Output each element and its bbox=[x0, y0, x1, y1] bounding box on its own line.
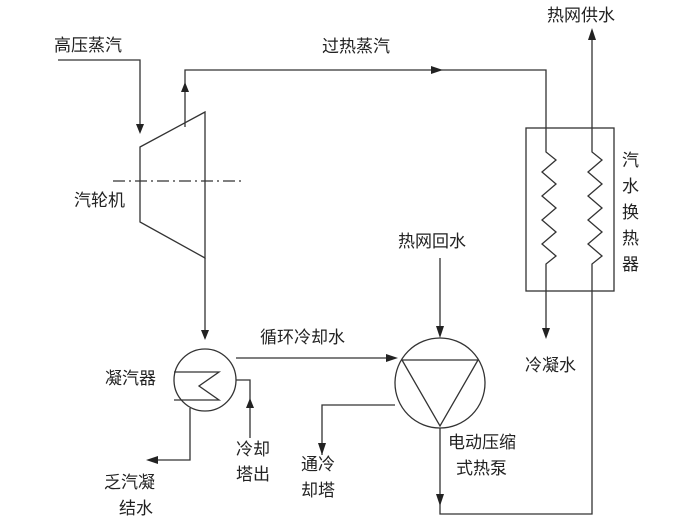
label-heat-exchanger-char: 汽 bbox=[622, 151, 639, 171]
label-heat-pump-line: 式热泵 bbox=[456, 459, 507, 479]
label-heat-exchanger-char: 器 bbox=[622, 255, 639, 275]
cooling-tower-outlet-line bbox=[236, 379, 251, 438]
label-heat-network-supply: 热网供水 bbox=[547, 6, 615, 26]
to-cooling-tower-line bbox=[321, 404, 395, 455]
superheated-steam-line bbox=[184, 69, 547, 128]
high-pressure-steam-line bbox=[58, 59, 141, 126]
label-condenser: 凝汽器 bbox=[105, 369, 156, 389]
label-to-cooling-tower: 通冷 却塔 bbox=[301, 455, 335, 501]
arrow-exhaust-condensate bbox=[146, 456, 158, 464]
label-to-cooling-tower-line: 通冷 bbox=[301, 455, 335, 475]
arrow-heat-network-return bbox=[436, 326, 444, 338]
label-heat-exchanger-char: 水 bbox=[622, 177, 639, 197]
arrow-extraction-up bbox=[181, 82, 189, 92]
arrow-high-pressure-steam bbox=[136, 124, 144, 134]
label-exhaust-condensate: 乏汽凝 结水 bbox=[104, 473, 155, 519]
label-turbine: 汽轮机 bbox=[74, 191, 125, 211]
arrow-turbine-exhaust bbox=[201, 330, 209, 340]
arrow-superheated-steam bbox=[431, 66, 443, 74]
label-heat-network-return: 热网回水 bbox=[398, 232, 466, 252]
label-superheated-steam: 过热蒸汽 bbox=[322, 37, 390, 57]
label-condensate-water: 冷凝水 bbox=[525, 356, 576, 376]
label-heat-exchanger-char: 热 bbox=[622, 229, 639, 249]
label-exhaust-condensate-line: 乏汽凝 bbox=[104, 473, 155, 493]
label-circulating-cooling-water: 循环冷却水 bbox=[260, 328, 345, 348]
label-heat-pump-line: 电动压缩 bbox=[448, 433, 516, 453]
arrow-cooling-tower-outlet bbox=[246, 398, 254, 408]
label-cooling-tower-outlet-line: 塔出 bbox=[236, 465, 270, 485]
label-cooling-tower-outlet: 冷却 塔出 bbox=[236, 440, 270, 485]
label-high-pressure-steam: 高压蒸汽 bbox=[54, 36, 122, 56]
label-heat-exchanger-char: 换 bbox=[622, 203, 639, 223]
heat-pump-output-line bbox=[439, 291, 593, 515]
heat-pump-shell bbox=[394, 337, 486, 429]
exhaust-condensate-line bbox=[150, 408, 191, 461]
arrow-heat-network-supply bbox=[588, 28, 596, 40]
arrow-to-cooling-tower bbox=[318, 443, 326, 455]
condenser-shell bbox=[173, 348, 237, 412]
condenser-coil bbox=[174, 371, 222, 401]
label-exhaust-condensate-line: 结水 bbox=[119, 499, 153, 519]
heat-exchanger-coil-left bbox=[541, 128, 558, 291]
turbine-body bbox=[139, 110, 206, 260]
heat-pump-triangle bbox=[400, 359, 480, 428]
label-cooling-tower-outlet-line: 冷却 bbox=[236, 440, 270, 460]
arrow-condensate-water bbox=[542, 328, 550, 339]
label-heat-pump: 电动压缩 式热泵 bbox=[448, 433, 516, 479]
label-heat-exchanger: 汽 水 换 热 器 bbox=[622, 151, 639, 275]
arrow-circulating-cooling-water bbox=[386, 354, 398, 362]
arrow-heat-pump-output bbox=[436, 494, 444, 506]
label-to-cooling-tower-line: 却塔 bbox=[301, 481, 335, 501]
heat-exchanger-shell bbox=[525, 127, 615, 292]
heat-exchanger-coil-right bbox=[587, 128, 604, 291]
